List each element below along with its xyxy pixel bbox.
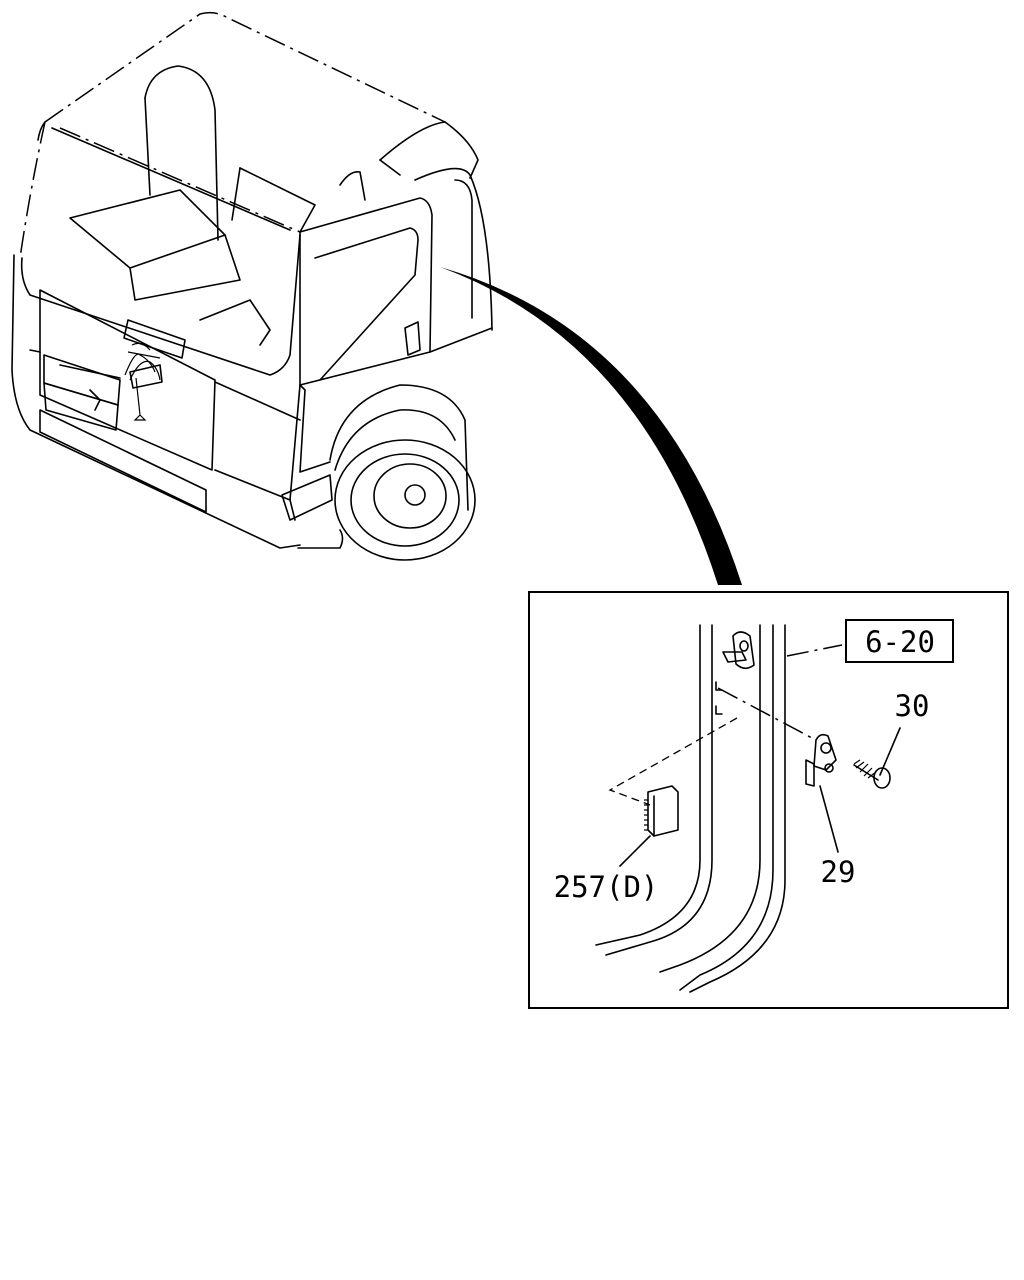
callout-30: 30 [895,689,930,723]
callout-29: 29 [821,855,856,889]
truck-cab-illustration [11,11,493,561]
bolt-part [853,759,891,789]
striker-bracket-part [805,733,837,787]
detail-view: 6-20 30 29 257(D) [528,591,1009,1009]
reference-box [845,619,954,663]
detail-frame [528,591,1009,1009]
callout-257d: 257(D) [554,870,659,904]
door-switch-part [644,785,679,837]
reference-label: 6-20 [865,625,935,659]
detail-pointer-arrow [440,267,742,585]
